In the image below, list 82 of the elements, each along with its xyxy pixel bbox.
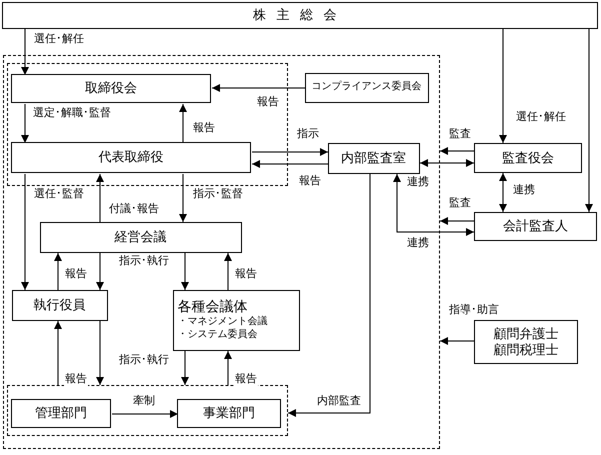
organization-box	[12, 290, 108, 320]
edge-label: 監査	[448, 128, 472, 142]
arrow	[440, 147, 474, 155]
arrow	[585, 28, 593, 212]
arrow	[54, 320, 62, 386]
dashed-group-frame	[6, 384, 288, 436]
list-item: ・マネジメント会議	[178, 316, 268, 328]
organization-box	[172, 290, 300, 350]
edge-label: 連携	[406, 237, 430, 250]
organization-box	[40, 222, 242, 252]
arrow	[224, 252, 232, 290]
arrow	[96, 252, 104, 290]
edge-label: 指示･執行	[118, 354, 170, 368]
box-title: コンプライアンス委員会	[312, 81, 422, 94]
organization-box	[474, 212, 597, 241]
organization-box	[328, 142, 420, 174]
edge-label: 監査	[448, 197, 472, 210]
arrow	[96, 320, 104, 386]
box-title: 顧問税理士	[492, 342, 560, 358]
edge-label: 報告	[64, 373, 88, 386]
list-item: ・システム委員会	[178, 328, 258, 342]
organization-box	[474, 143, 582, 173]
box-title: 事業部門	[203, 405, 255, 422]
box-title: 株主総会	[253, 7, 347, 24]
box-title: 管理部門	[35, 405, 87, 422]
edge-label: 報告	[64, 268, 88, 282]
edge-label: 内部監査	[316, 395, 362, 408]
edge-label: 指導･助言	[448, 304, 500, 318]
arrow	[21, 28, 29, 76]
arrow	[179, 174, 187, 222]
box-title: 顧問弁護士	[492, 326, 560, 342]
box-title: 執行役員	[34, 296, 86, 314]
edge-label: 報告	[234, 268, 258, 282]
box-title: 会計監査人	[503, 218, 568, 235]
arrow	[499, 28, 507, 144]
arrow	[21, 104, 29, 144]
organization-box	[11, 74, 211, 103]
edge-label: 報告	[192, 122, 216, 136]
box-title: 経営会議	[114, 228, 166, 246]
arrow	[21, 174, 29, 290]
organization-box	[11, 399, 111, 428]
arrow	[420, 159, 474, 167]
edge-label: 指示･執行	[118, 255, 170, 268]
edge-label: 報告	[298, 175, 322, 188]
organization-box	[2, 2, 598, 29]
organization-box	[177, 399, 281, 428]
arrow	[440, 337, 474, 345]
arrow	[179, 104, 187, 144]
edge-label: 指示	[296, 128, 320, 142]
edge-label: 付議･報告	[108, 203, 160, 216]
organization-box	[304, 72, 428, 102]
edge-label: 連携	[512, 184, 536, 198]
edge-label: 指示･監督	[192, 188, 244, 202]
organization-box	[11, 142, 251, 173]
edge-label: 選任･解任	[33, 33, 85, 46]
edge-label: 選任･監督	[33, 188, 85, 202]
box-title: 代表取締役	[98, 149, 164, 166]
arrow	[212, 84, 306, 92]
arrow	[181, 350, 189, 386]
arrow	[252, 148, 328, 156]
edge-label: 牽制	[132, 395, 156, 408]
edge-label: 報告	[256, 96, 280, 110]
arrow	[181, 252, 189, 290]
box-title: 内部監査室	[341, 150, 406, 166]
arrow	[288, 174, 370, 417]
arrow	[440, 217, 474, 225]
dashed-group-frame	[6, 62, 288, 186]
box-title: 各種会議体	[178, 298, 248, 316]
arrow	[54, 252, 62, 290]
box-title: 取締役会	[85, 80, 137, 97]
arrow	[96, 174, 104, 222]
edge-label: 連携	[406, 176, 430, 190]
arrow	[112, 410, 178, 418]
arrow	[499, 172, 507, 212]
edge-label: 選定･解職･監督	[32, 107, 112, 120]
edge-label: 選任･解任	[515, 111, 567, 124]
edge-label: 報告	[234, 373, 258, 386]
arrow	[252, 160, 328, 168]
organization-box	[474, 320, 578, 364]
arrow	[393, 174, 474, 236]
box-title: 監査役会	[502, 150, 554, 166]
arrow	[224, 350, 232, 386]
